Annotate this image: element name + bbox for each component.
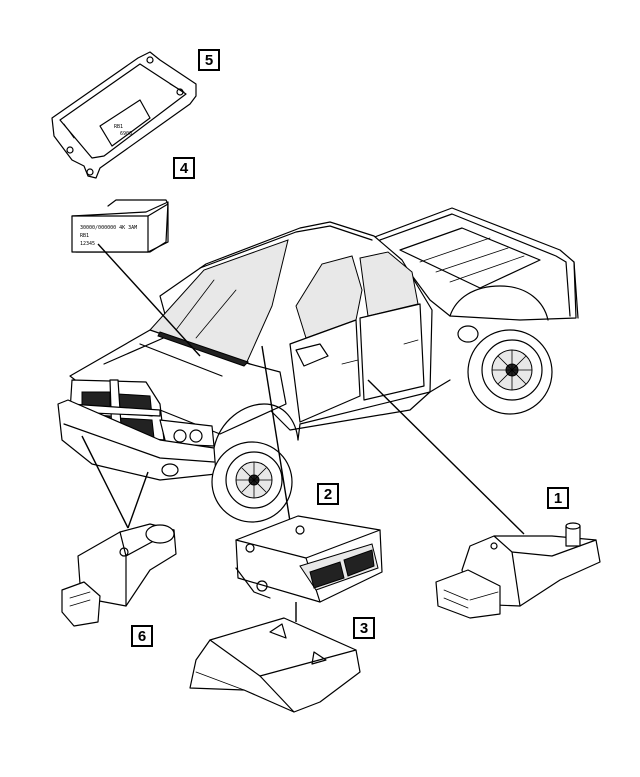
callout-4: 4 <box>173 157 195 179</box>
callout-2: 2 <box>317 483 339 505</box>
callout-3-number: 3 <box>360 620 368 637</box>
part-4-label-text-1: 30000/000000 4K 3AM <box>80 225 137 231</box>
callout-6: 6 <box>131 625 153 647</box>
callout-5: 5 <box>198 49 220 71</box>
callout-1-number: 1 <box>554 490 562 507</box>
part-3-module-cover <box>189 617 361 713</box>
part-5-bracket-plate: RB1 6900 <box>51 51 197 179</box>
callout-4-number: 4 <box>180 160 189 177</box>
callout-2-number: 2 <box>324 486 332 503</box>
pickup-truck <box>57 207 579 523</box>
part-5-label-text-1: RB1 <box>114 124 123 130</box>
callout-5-number: 5 <box>205 52 213 69</box>
part-4-label-text-3: 12345 <box>80 241 95 247</box>
part-4-label-tag: 30000/000000 4K 3AM RB1 12345 <box>71 199 169 253</box>
part-1-side-sensor <box>435 522 601 619</box>
part-6-front-sensor <box>61 523 177 627</box>
callout-3: 3 <box>353 617 375 639</box>
part-5-label-text-2: 6900 <box>120 131 132 137</box>
part-4-label-text-2: RB1 <box>80 233 89 239</box>
callout-6-number: 6 <box>138 628 146 645</box>
leader-lines <box>81 243 525 622</box>
part-2-control-module <box>235 515 383 603</box>
callout-1: 1 <box>547 487 569 509</box>
